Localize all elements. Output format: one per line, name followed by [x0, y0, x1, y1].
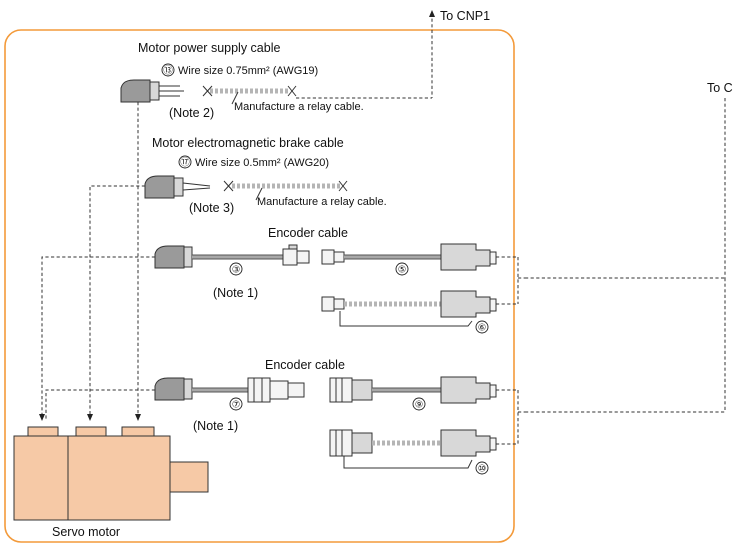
power-relay-cable [202, 85, 297, 97]
brake-relay-cable [223, 180, 348, 192]
encoder-cable-3 [154, 244, 310, 269]
servo-motor-label: Servo motor [52, 525, 120, 539]
power-relay-label: Manufacture a relay cable. [234, 101, 364, 113]
to-cnp1-label: To CNP1 [440, 9, 490, 23]
item-10-marker [475, 461, 489, 475]
power-relay-leader [231, 91, 239, 105]
item-5-number: ⑤ [398, 265, 407, 276]
item-7-marker [229, 397, 243, 411]
power-cable-title: Motor power supply cable [138, 41, 280, 55]
item-9-marker [412, 397, 426, 411]
encoder-note-2: (Note 1) [193, 419, 238, 433]
item-5-marker [395, 262, 409, 276]
option-frame [4, 29, 515, 543]
brake-cable-connector [144, 175, 211, 199]
arrow-up-icon [429, 10, 435, 17]
item-6-marker [475, 320, 489, 334]
item-6-number: ⑥ [478, 323, 487, 334]
item-7-number: ⑦ [232, 400, 241, 411]
to-cn2-label: To C [707, 81, 733, 95]
encoder-title-1: Encoder cable [268, 226, 348, 240]
encoder-note-1: (Note 1) [213, 286, 258, 300]
item-10-number: ⑩ [478, 464, 487, 475]
arrow-down-icon [39, 414, 45, 421]
encoder-cable-7 [154, 377, 305, 403]
encoder1-to-motor-line [41, 256, 155, 420]
encoder-title-2: Encoder cable [265, 358, 345, 372]
item-3-number: ③ [232, 265, 241, 276]
item-13-number: ⑬ [163, 66, 173, 77]
encoder-cable-5 [321, 243, 497, 271]
encoder2-to-motor-line [45, 389, 155, 420]
item-13-marker [161, 63, 175, 77]
brake-note: (Note 3) [189, 201, 234, 215]
power-wire-size: Wire size 0.75mm² (AWG19) [178, 65, 318, 77]
item-17-marker [178, 155, 192, 169]
item-9-number: ⑨ [415, 400, 424, 411]
brake-to-motor-line [89, 185, 145, 420]
arrow-down-icon [135, 414, 141, 421]
brake-cable-title: Motor electromagnetic brake cable [152, 136, 344, 150]
brake-relay-label: Manufacture a relay cable. [257, 196, 387, 208]
item-17-number: ⑰ [180, 158, 190, 169]
servo-motor-illustration [13, 426, 209, 521]
brake-wire-size: Wire size 0.5mm² (AWG20) [195, 157, 329, 169]
power-note: (Note 2) [169, 106, 214, 120]
item-3-marker [229, 262, 243, 276]
encoder-cable-10 [329, 429, 497, 469]
power-cable-connector [120, 79, 184, 103]
encoder-cable-9 [329, 376, 497, 404]
brake-relay-leader [255, 187, 263, 201]
arrow-down-icon [87, 414, 93, 421]
encoder-cable-6 [321, 290, 497, 327]
